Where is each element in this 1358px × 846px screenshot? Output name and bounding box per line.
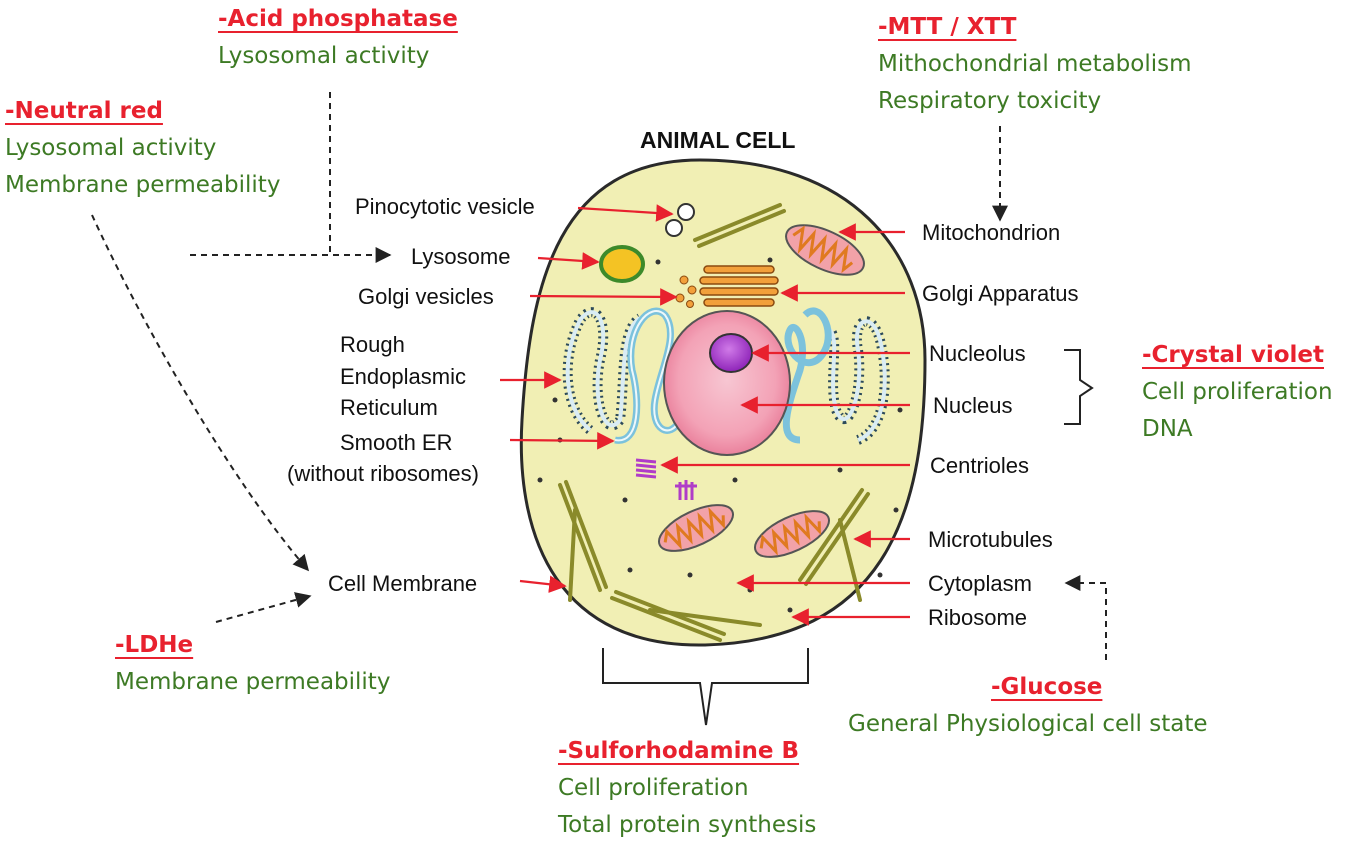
label-mitochondrion: Mitochondrion (922, 220, 1061, 245)
assay-neutral-red: -Neutral red Lysosomal activity Membrane… (5, 100, 280, 197)
assay-target: General Physiological cell state (848, 711, 1208, 737)
arrow-smooth-er (509, 432, 615, 450)
assay-name: -MTT / XTT (878, 14, 1017, 40)
diagram-title: ANIMAL CELL (640, 127, 796, 153)
assay-acid-phosphatase: -Acid phosphatase Lysosomal activity (218, 8, 458, 68)
arrow-lysosome (537, 252, 600, 270)
mitochondrion-shape (658, 224, 865, 558)
label-rough-er-2: Endoplasmic (340, 364, 466, 389)
label-ribosome: Ribosome (928, 605, 1028, 630)
brace-sulforhodamine (602, 648, 809, 726)
assay-target: Respiratory toxicity (878, 88, 1102, 114)
microtubules-shape (558, 203, 870, 642)
label-nucleus: Nucleus (933, 393, 1013, 418)
nucleolus-shape (709, 333, 753, 373)
assay-glucose: -Glucose General Physiological cell stat… (848, 676, 1208, 736)
arrow-golgi-vesicles (529, 288, 678, 306)
assay-target: Mithochondrial metabolism (878, 51, 1192, 77)
assay-name: -Crystal violet (1142, 342, 1325, 368)
assay-target: Lysosomal activity (218, 43, 430, 69)
connector-ldhe (215, 592, 312, 623)
assay-name: -LDHe (115, 632, 194, 658)
assay-target: Cell proliferation (1142, 379, 1333, 405)
assay-target: Lysosomal activity (5, 135, 217, 161)
assay-name: -Neutral red (5, 98, 163, 124)
golgi-vesicles-shape (675, 275, 697, 308)
label-lysosome: Lysosome (411, 244, 511, 269)
assay-name: -Glucose (991, 674, 1103, 700)
lysosome-shape (599, 245, 645, 283)
label-pinocytotic-vesicle: Pinocytotic vesicle (355, 194, 535, 219)
label-cytoplasm: Cytoplasm (928, 571, 1032, 596)
assay-target: Membrane permeability (5, 172, 281, 198)
arrow-pinocytotic (577, 204, 674, 222)
golgi-apparatus-shape (699, 265, 779, 307)
label-smooth-er-1: Smooth ER (340, 430, 453, 455)
assay-name: -Acid phosphatase (218, 6, 458, 32)
assay-connectors (91, 92, 1107, 660)
label-golgi-apparatus: Golgi Apparatus (922, 281, 1079, 306)
assay-sulforhodamine-b: -Sulforhodamine B Cell proliferation Tot… (558, 740, 816, 837)
nucleus-shape (663, 310, 791, 456)
label-smooth-er-2: (without ribosomes) (287, 461, 479, 486)
assay-target: Membrane permeability (115, 669, 391, 695)
centrioles-shape (635, 458, 697, 500)
assay-target: DNA (1142, 416, 1193, 442)
label-rough-er-1: Rough (340, 332, 405, 357)
label-nucleolus: Nucleolus (929, 341, 1026, 366)
label-rough-er-3: Reticulum (340, 395, 438, 420)
assay-mtt-xtt: -MTT / XTT Mithochondrial metabolism Res… (878, 16, 1192, 113)
brace-nucleus (1064, 349, 1094, 425)
arrow-cell-membrane (519, 575, 567, 593)
assay-crystal-violet: -Crystal violet Cell proliferation DNA (1142, 344, 1333, 441)
red-pointer-arrows (500, 204, 910, 626)
label-golgi-vesicles: Golgi vesicles (358, 284, 494, 309)
connector-glucose (1064, 575, 1107, 660)
assay-name: -Sulforhodamine B (558, 738, 800, 764)
assay-target: Total protein synthesis (558, 812, 817, 838)
braces (602, 349, 1094, 726)
assay-ldhe: -LDHe Membrane permeability (115, 634, 390, 694)
pinocytotic-vesicle-shape (665, 203, 695, 237)
label-centrioles: Centrioles (930, 453, 1030, 478)
assay-target: Cell proliferation (558, 775, 749, 801)
label-cell-membrane: Cell Membrane (328, 571, 478, 596)
connector-neutral-red (91, 214, 310, 572)
label-microtubules: Microtubules (928, 527, 1053, 552)
